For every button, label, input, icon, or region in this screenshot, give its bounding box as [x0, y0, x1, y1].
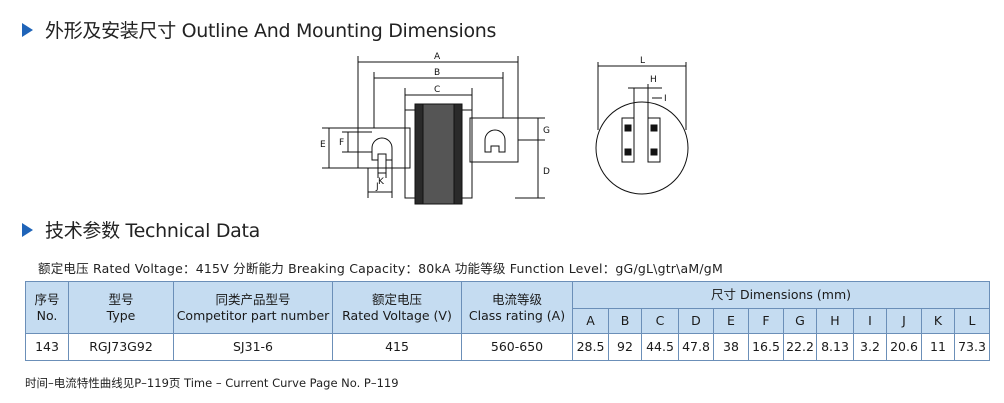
- header-dim-h: H: [816, 308, 854, 334]
- dim-label-g: G: [543, 126, 550, 136]
- section-heading-outline: 外形及安装尺寸 Outline And Mounting Dimensions: [22, 16, 496, 43]
- header-dimensions: 尺寸 Dimensions (mm): [572, 281, 990, 309]
- cell-dim-c: 44.5: [641, 333, 679, 361]
- section-title-technical: 技术参数 Technical Data: [45, 220, 260, 242]
- cell-dim-g: 22.2: [783, 333, 817, 361]
- header-dim-d: D: [678, 308, 714, 334]
- cell-dim-j: 20.6: [886, 333, 922, 361]
- header-dim-f: F: [748, 308, 784, 334]
- header-dim-l: L: [954, 308, 990, 334]
- footer-note: 时间–电流特性曲线见P–119页 Time – Current Curve Pa…: [25, 376, 399, 390]
- section-title-outline: 外形及安装尺寸 Outline And Mounting Dimensions: [45, 20, 497, 42]
- header-dim-j: J: [886, 308, 922, 334]
- cell-type: RGJ73G92: [68, 333, 174, 361]
- cell-dim-e: 38: [713, 333, 749, 361]
- front-view-drawing: [322, 56, 545, 205]
- dim-label-f: F: [339, 138, 344, 148]
- cell-competitor: SJ31-6: [173, 333, 333, 361]
- cell-voltage: 415: [332, 333, 462, 361]
- dim-label-h: H: [650, 75, 657, 85]
- dim-label-e: E: [320, 140, 326, 150]
- header-dim-k: K: [921, 308, 955, 334]
- header-dim-i: I: [853, 308, 887, 334]
- section-heading-technical: 技术参数 Technical Data: [22, 216, 260, 243]
- header-dim-c: C: [641, 308, 679, 334]
- cell-dim-k: 11: [921, 333, 955, 361]
- ratings-line: 额定电压 Rated Voltage：415V 分断能力 Breaking Ca…: [38, 261, 723, 276]
- cell-dim-l: 73.3: [954, 333, 990, 361]
- outline-drawings: A B C E F G D J K L H I: [320, 52, 689, 205]
- cell-dim-i: 3.2: [853, 333, 887, 361]
- dim-label-k: K: [378, 177, 385, 187]
- dim-label-b: B: [434, 68, 440, 78]
- cell-dim-a: 28.5: [572, 333, 609, 361]
- dim-label-j: J: [375, 182, 379, 192]
- dim-label-c: C: [434, 85, 440, 95]
- side-view-drawing: [595, 62, 689, 195]
- dim-label-d: D: [543, 167, 550, 177]
- dim-label-i: I: [664, 94, 667, 104]
- header-dim-b: B: [608, 308, 642, 334]
- cell-no: 143: [25, 333, 69, 361]
- header-dim-a: A: [572, 308, 609, 334]
- header-dim-e: E: [713, 308, 749, 334]
- dim-label-a: A: [434, 52, 441, 62]
- cell-dim-f: 16.5: [748, 333, 784, 361]
- triangle-bullet-icon: [22, 22, 33, 37]
- dim-label-l: L: [640, 56, 645, 66]
- cell-dim-b: 92: [608, 333, 642, 361]
- cell-dim-d: 47.8: [678, 333, 714, 361]
- triangle-bullet-icon: [22, 222, 33, 237]
- cell-dim-h: 8.13: [816, 333, 854, 361]
- header-dim-g: G: [783, 308, 817, 334]
- cell-current: 560-650: [461, 333, 573, 361]
